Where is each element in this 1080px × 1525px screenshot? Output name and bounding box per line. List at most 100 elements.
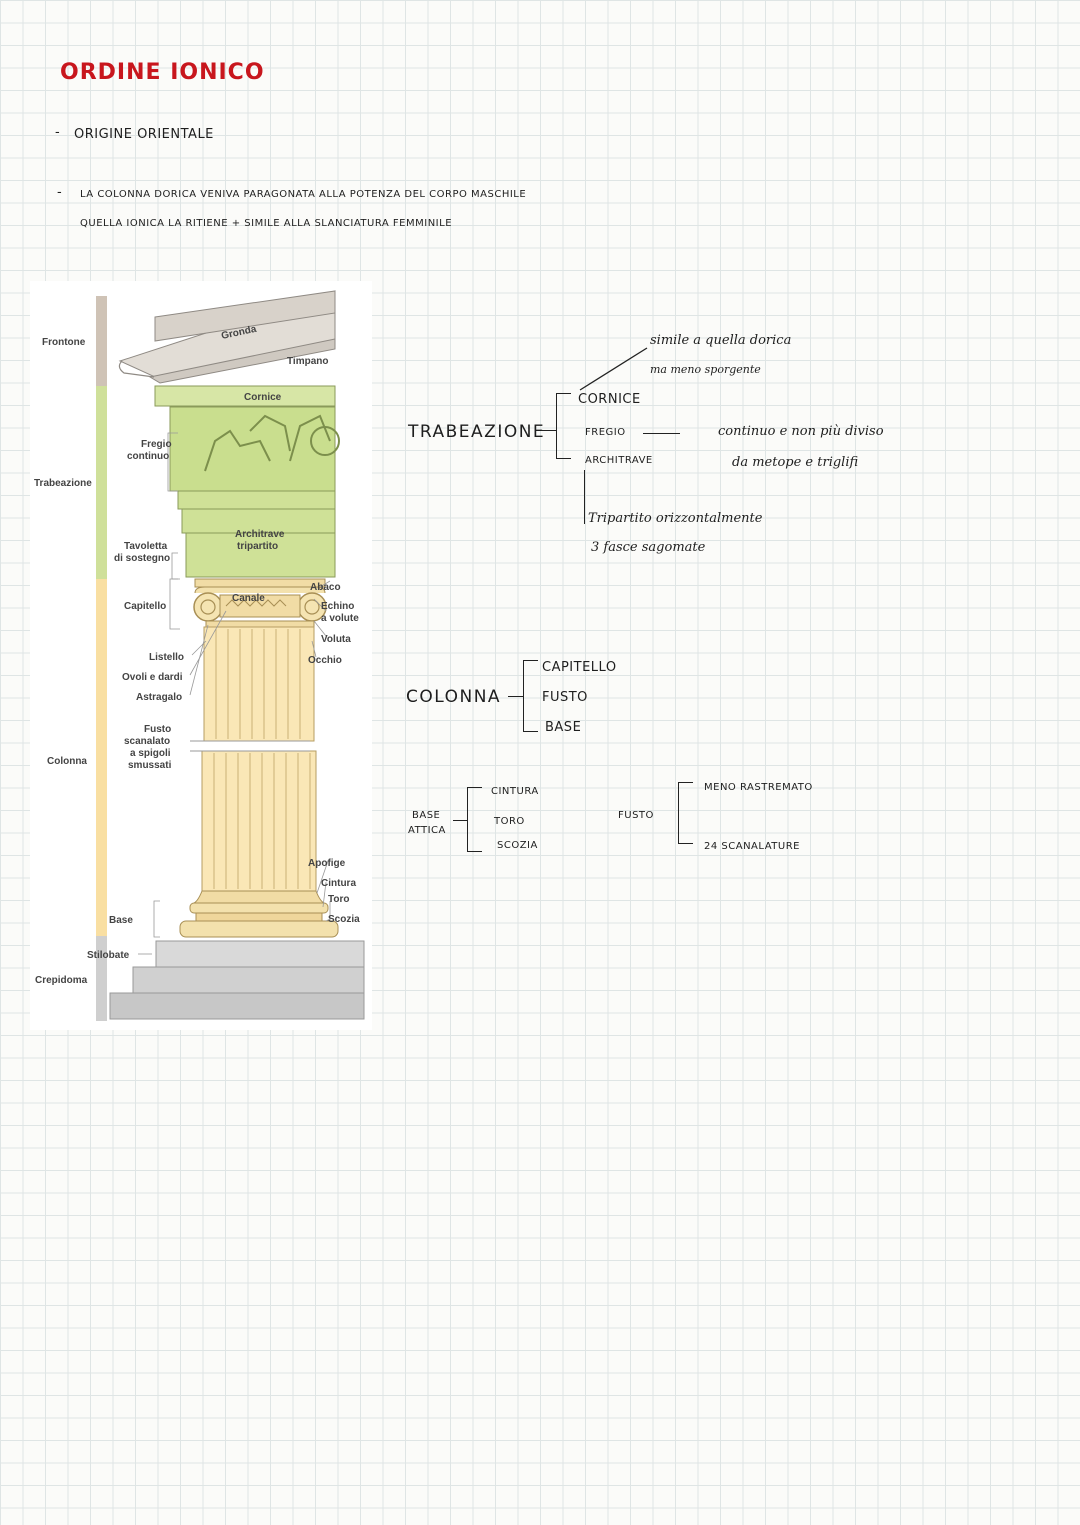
cornice-note-2: ma meno sporgente xyxy=(650,363,761,376)
trabeazione-item-architrave: ARCHITRAVE xyxy=(585,455,653,466)
frieze-relief xyxy=(204,414,331,472)
voluta-left-spiral xyxy=(200,599,216,615)
label-fregio-continuo: continuo xyxy=(127,451,169,462)
note-origin: ORIGINE ORIENTALE xyxy=(74,127,214,142)
architrave-fascia-3 xyxy=(185,532,336,578)
bullet-dash: - xyxy=(57,185,63,200)
trabeazione-item-fregio: FREGIO xyxy=(585,427,626,438)
voluta-right-spiral xyxy=(304,599,320,615)
architrave-fascia-1 xyxy=(177,490,336,510)
label-stilobate: Stilobate xyxy=(87,950,130,961)
label-base: Base xyxy=(109,915,133,926)
label-occhio: Occhio xyxy=(308,655,342,666)
bar-colonna xyxy=(96,579,107,936)
colonna-item-fusto: FUSTO xyxy=(542,690,588,705)
label-fregio: Fregio xyxy=(141,439,172,450)
leader-lines xyxy=(138,432,331,955)
sima xyxy=(118,360,155,378)
label-fusto-spigoli: a spigoli xyxy=(130,748,171,759)
colonna-label: COLONNA xyxy=(406,687,502,707)
base-attica-connector xyxy=(453,820,468,822)
label-fusto-scanalato: scanalato xyxy=(124,736,170,747)
note-dorica: LA COLONNA DORICA VENIVA PARAGONATA ALLA… xyxy=(80,189,527,200)
base-attica-label-1: BASE xyxy=(412,810,441,821)
colonna-bracket xyxy=(523,660,538,732)
crepidoma-step-3 xyxy=(109,992,365,1020)
label-ovoli-dardi: Ovoli e dardi xyxy=(122,672,183,683)
architrave-fascia-2 xyxy=(181,508,336,534)
label-cornice: Cornice xyxy=(244,392,282,403)
label-fusto-smussati: smussati xyxy=(128,760,172,771)
label-tavoletta: Tavoletta xyxy=(124,541,168,552)
base-attica-bracket xyxy=(467,787,482,852)
label-echino: Echino xyxy=(321,601,354,612)
base-attica-label-2: ATTICA xyxy=(408,825,446,836)
base-attica-item-cintura: CINTURA xyxy=(491,786,539,797)
label-canale: Canale xyxy=(232,593,265,604)
ovoli-dardi xyxy=(225,599,287,607)
note-ionica: QUELLA IONICA LA RITIENE + SIMILE ALLA S… xyxy=(80,218,453,229)
label-crepidoma: Crepidoma xyxy=(35,975,88,986)
label-apofige: Apofige xyxy=(308,858,346,869)
cornice-arrow-line xyxy=(579,347,648,391)
label-toro: Toro xyxy=(328,894,349,905)
fusto-item-rastremato: MENO RASTREMATO xyxy=(704,782,813,793)
apofige xyxy=(193,890,325,904)
label-timpano: Timpano xyxy=(287,356,328,367)
fregio-connector xyxy=(643,433,680,435)
label-astragalo: Astragalo xyxy=(136,692,182,703)
trabeazione-label: TRABEAZIONE xyxy=(408,422,546,442)
label-architrave: Architrave xyxy=(235,529,285,540)
base-toro xyxy=(179,920,339,938)
base-attica-item-scozia: SCOZIA xyxy=(497,840,538,851)
abaco xyxy=(194,578,326,588)
label-colonna: Colonna xyxy=(47,756,87,767)
label-echino-volute: a volute xyxy=(321,613,359,624)
colonna-connector xyxy=(508,696,524,698)
bar-crepidoma xyxy=(96,936,107,1021)
label-frontone: Frontone xyxy=(42,337,86,348)
architrave-note-2: 3 fasce sagomate xyxy=(591,540,706,555)
trabeazione-connector xyxy=(541,430,557,432)
ionic-order-diagram: Frontone Trabeazione Colonna Crepidoma G… xyxy=(30,281,372,1030)
crepidoma-step-2 xyxy=(132,966,365,994)
label-voluta: Voluta xyxy=(321,634,351,645)
trabeazione-bracket xyxy=(556,393,571,459)
label-tavoletta-sostegno: di sostegno xyxy=(114,553,170,564)
stilobate-step xyxy=(155,940,365,968)
cornice-block xyxy=(154,385,336,407)
fusto-lower xyxy=(201,750,317,892)
label-trabeazione: Trabeazione xyxy=(34,478,92,489)
colonna-item-base: BASE xyxy=(545,720,582,735)
fregio-note-1: continuo e non più diviso xyxy=(718,424,884,439)
fregio-note-2: da metope e triglifi xyxy=(732,455,859,470)
fusto-upper xyxy=(203,626,315,742)
geison xyxy=(154,290,336,342)
voluta-left xyxy=(193,592,223,622)
colonna-item-capitello: CAPITELLO xyxy=(542,660,617,675)
page-title: ORDINE IONICO xyxy=(60,60,265,85)
bar-frontone xyxy=(96,296,107,386)
architrave-note-1: Tripartito orizzontalmente xyxy=(588,511,763,526)
bar-trabeazione xyxy=(96,386,107,579)
fusto-bracket xyxy=(678,782,693,844)
bullet-dash: - xyxy=(55,125,61,140)
base-toro-superiore xyxy=(189,902,329,914)
fregio-block xyxy=(169,406,336,492)
label-architrave-tripartito: tripartito xyxy=(237,541,278,552)
base-attica-item-toro: TORO xyxy=(494,816,525,827)
frieze-shield xyxy=(310,426,340,456)
canale-band xyxy=(194,586,326,594)
label-abaco: Abaco xyxy=(310,582,341,593)
dentils xyxy=(148,338,336,384)
label-scozia: Scozia xyxy=(328,914,360,925)
scanalature xyxy=(213,629,311,889)
cornice-note-1: simile a quella dorica xyxy=(650,333,792,348)
label-fusto: Fusto xyxy=(144,724,171,735)
base-scozia xyxy=(195,912,323,922)
architrave-connector xyxy=(584,470,586,524)
fusto-item-scanalature: 24 SCANALATURE xyxy=(704,841,800,852)
label-cintura: Cintura xyxy=(321,878,356,889)
trabeazione-item-cornice: CORNICE xyxy=(578,392,641,407)
label-capitello: Capitello xyxy=(124,601,166,612)
